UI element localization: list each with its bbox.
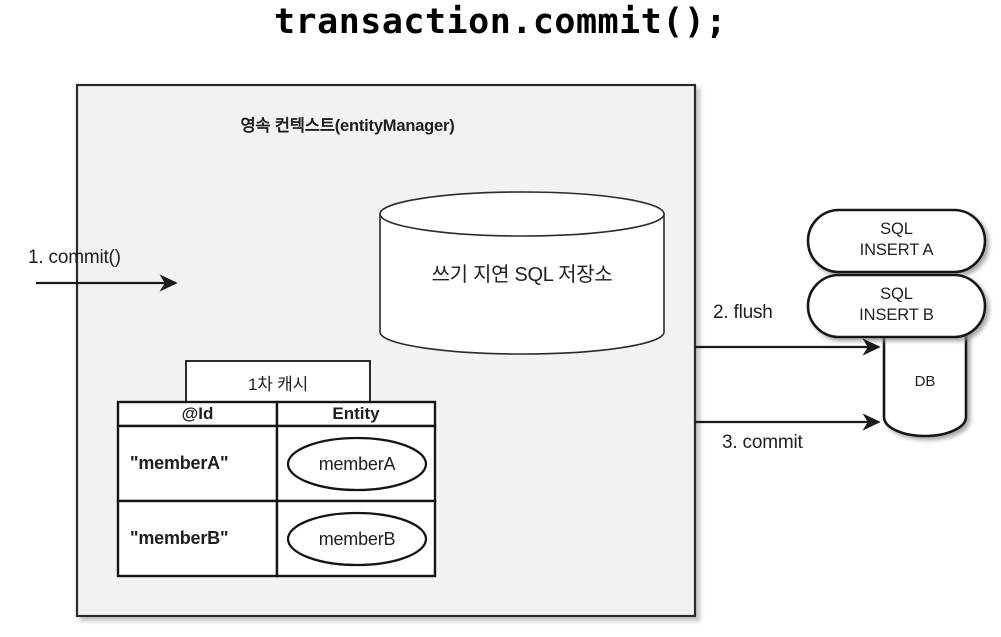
sql-insert-b-box bbox=[806, 273, 987, 339]
first-level-cache-table bbox=[116, 400, 437, 578]
first-level-cache-tab bbox=[185, 360, 371, 403]
sql-store-label: 쓰기 지연 SQL 저장소 bbox=[431, 264, 613, 286]
entity-node-a: memberA bbox=[318, 454, 396, 474]
sql-insert-b-label: SQL INSERT B bbox=[808, 284, 985, 326]
sql-insert-a-line2: INSERT A bbox=[859, 241, 934, 259]
sql-store-cylinder bbox=[379, 191, 665, 355]
entity-node-b: memberB bbox=[318, 529, 396, 549]
step-label-commit-db: 3. commit bbox=[722, 432, 803, 453]
sql-insert-a-label: SQL INSERT A bbox=[808, 219, 985, 261]
sql-insert-b-line2: INSERT B bbox=[859, 306, 934, 324]
table-row: "memberB" bbox=[130, 528, 229, 548]
sql-insert-a-line1: SQL bbox=[880, 220, 913, 238]
table-row: "memberA" bbox=[130, 453, 229, 473]
page-title: transaction.commit(); bbox=[273, 2, 727, 42]
cache-tab-label: 1차 캐시 bbox=[247, 375, 309, 394]
sql-insert-b-line1: SQL bbox=[880, 285, 913, 303]
step-label-flush: 2. flush bbox=[713, 302, 773, 323]
persistence-context-title: 영속 컨텍스트(entityManager) bbox=[240, 117, 455, 135]
database-label: DB bbox=[914, 373, 936, 390]
sql-insert-a-box bbox=[806, 208, 987, 274]
table-column-header-id: @Id bbox=[181, 404, 214, 423]
table-column-header-entity: Entity bbox=[332, 404, 380, 423]
step-label-commit: 1. commit() bbox=[28, 247, 121, 268]
